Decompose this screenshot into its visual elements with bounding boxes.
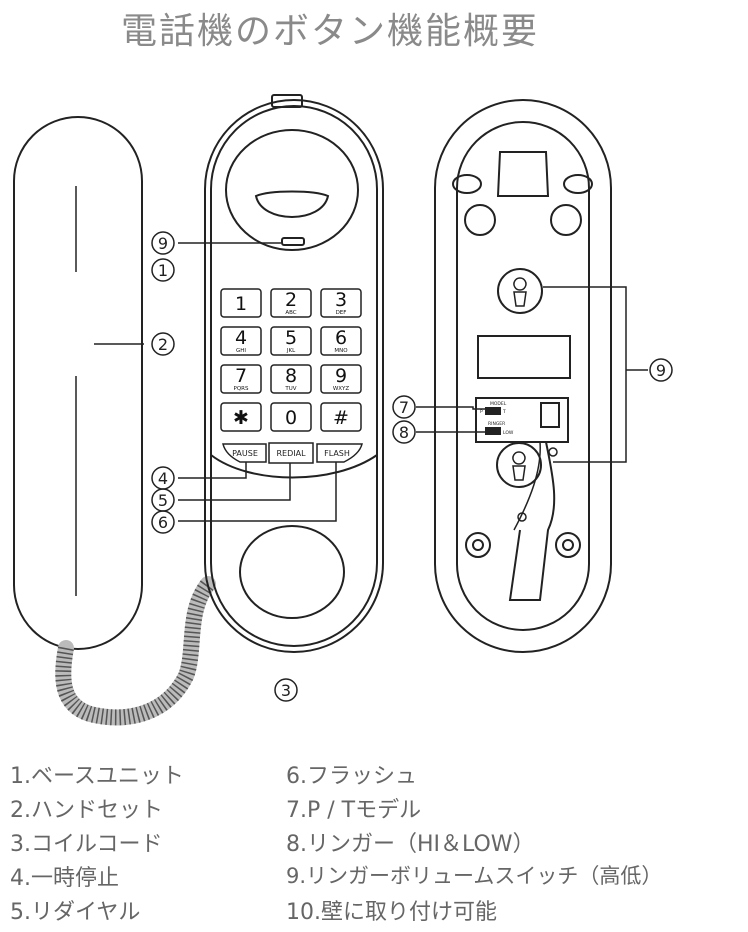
legend-item: 2.ハンドセット (10, 798, 163, 823)
key-letters: TUV (284, 386, 296, 392)
redial-button[interactable]: REDIAL (268, 442, 314, 464)
legend-item: 9.リンガーボリュームスイッチ（高低） (286, 864, 663, 888)
ringer-switch-label: RINGER (488, 421, 505, 427)
flash-button[interactable]: FLASH (316, 443, 363, 463)
base-unit-back (434, 99, 612, 653)
svg-text:1: 1 (158, 261, 168, 280)
legend-item: 8.リンガー（HI＆LOW） (286, 832, 535, 857)
svg-text:3: 3 (281, 681, 291, 700)
pause-label: PAUSE (232, 449, 258, 458)
key-digit: 6 (335, 327, 347, 349)
pause-button[interactable]: PAUSE (222, 443, 267, 463)
keypad-key[interactable]: 0 (270, 402, 312, 432)
function-keys: PAUSE REDIAL FLASH (222, 442, 363, 464)
key-digit: 5 (285, 327, 297, 349)
mode-t-label: T (502, 409, 506, 415)
legend-item: 4.一時停止 (10, 866, 119, 891)
key-digit: 8 (285, 365, 297, 387)
key-digit: 4 (235, 327, 247, 349)
callout-5: 5 (151, 488, 175, 512)
callout-4: 4 (151, 466, 175, 490)
leader-lines (94, 242, 648, 522)
callout-9-back: 9 (649, 358, 673, 382)
key-letters: GHI (236, 348, 246, 354)
keypad-key[interactable]: ✱ (220, 402, 262, 432)
key-digit: 9 (335, 365, 347, 387)
svg-text:4: 4 (158, 469, 168, 488)
key-digit: 3 (335, 289, 347, 311)
legend-item: 1.ベースユニット (10, 764, 184, 789)
callout-9-front: 9 (151, 231, 175, 255)
mode-p-label: P (480, 409, 483, 415)
key-letters: WXYZ (333, 386, 350, 392)
handset (13, 116, 143, 650)
legend-item: 5.リダイヤル (10, 900, 141, 925)
key-letters: JKL (286, 348, 296, 354)
callout-7: 7 (392, 395, 416, 419)
svg-text:7: 7 (399, 398, 409, 417)
svg-text:6: 6 (158, 513, 168, 532)
svg-text:9: 9 (656, 361, 666, 380)
legend-item: 10.壁に取り付け可能 (286, 900, 497, 925)
key-letters: DEF (336, 310, 347, 316)
key-letters: ABC (285, 310, 296, 316)
key-digit: 0 (285, 407, 297, 429)
callout-2: 2 (151, 332, 175, 356)
legend-item: 7.P / Tモデル (286, 798, 422, 823)
svg-text:9: 9 (158, 234, 168, 253)
base-unit-front (204, 94, 384, 653)
key-digit: 1 (235, 293, 247, 315)
mode-switch-label: MODEL (490, 401, 507, 407)
callout-8: 8 (392, 420, 416, 444)
key-letters: MNO (334, 348, 348, 354)
ringer-low-label: LOW (503, 430, 514, 436)
keypad-key[interactable]: 1 (220, 288, 262, 318)
svg-text:5: 5 (158, 491, 168, 510)
svg-text:2: 2 (158, 335, 168, 354)
callouts: 9 1 2 4 5 6 3 7 8 9 (151, 231, 673, 702)
switch-labels: MODEL P T RINGER LOW (480, 401, 514, 436)
page-title: 電話機のボタン機能概要 (120, 11, 539, 52)
callout-3: 3 (274, 678, 298, 702)
key-digit: # (333, 407, 349, 429)
flash-label: FLASH (324, 449, 350, 458)
legend-item: 6.フラッシュ (286, 764, 417, 789)
svg-text:8: 8 (399, 423, 409, 442)
key-letters: PQRS (234, 386, 249, 392)
keypad-key[interactable]: # (320, 402, 362, 432)
callout-1: 1 (151, 258, 175, 282)
callout-6: 6 (151, 510, 175, 534)
key-digit: ✱ (233, 407, 249, 429)
key-digit: 7 (235, 365, 247, 387)
coil-cord (55, 576, 216, 726)
redial-label: REDIAL (276, 449, 306, 458)
key-digit: 2 (285, 289, 297, 311)
legend-item: 3.コイルコード (10, 832, 163, 857)
